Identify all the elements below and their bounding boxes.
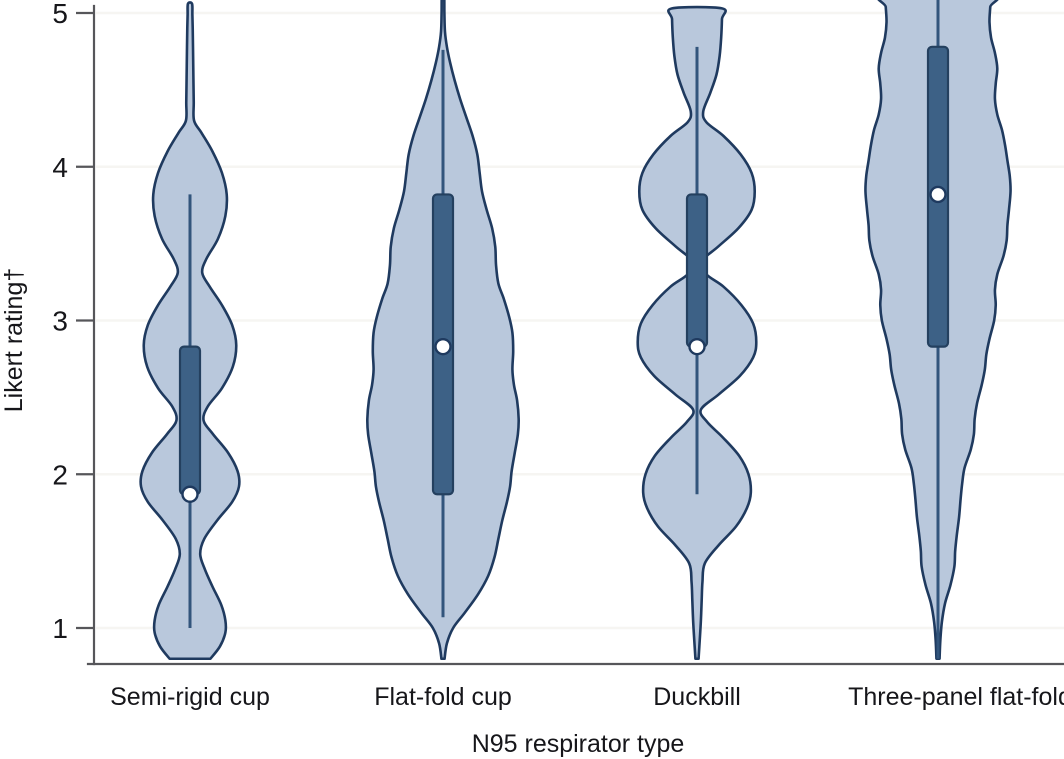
x-axis-ticks: Semi-rigid cup Flat-fold cup Duckbill Three… (110, 683, 1064, 711)
x-tick-label-1: Semi-rigid cup (110, 683, 270, 711)
median-marker (181, 485, 199, 503)
x-tick-label-4: Three-panel flat-fold (848, 683, 1064, 711)
y-tick-label: 3 (52, 306, 68, 337)
y-tick-label: 5 (52, 0, 68, 29)
violin-series-group (139, 0, 1012, 661)
violin-1 (139, 1, 241, 661)
y-tick-label: 2 (52, 459, 68, 490)
axes-group (86, 4, 1064, 666)
y-axis-ticks: 5 4 3 2 1 (52, 0, 94, 644)
x-tick-label-2: Flat-fold cup (374, 683, 512, 711)
y-tick-label: 4 (52, 152, 68, 183)
median-marker (929, 185, 947, 204)
median-marker (688, 337, 706, 356)
violin-2 (366, 0, 520, 661)
y-tick-label: 1 (52, 613, 68, 644)
iqr-box (685, 193, 709, 348)
median-marker (434, 337, 452, 356)
x-tick-label-3: Duckbill (653, 683, 741, 711)
violin-3 (636, 5, 758, 661)
violin-4 (864, 0, 1012, 661)
y-axis-title: Likert rating† (0, 268, 28, 413)
x-axis-title: N95 respirator type (472, 730, 685, 758)
iqr-box (178, 345, 202, 496)
